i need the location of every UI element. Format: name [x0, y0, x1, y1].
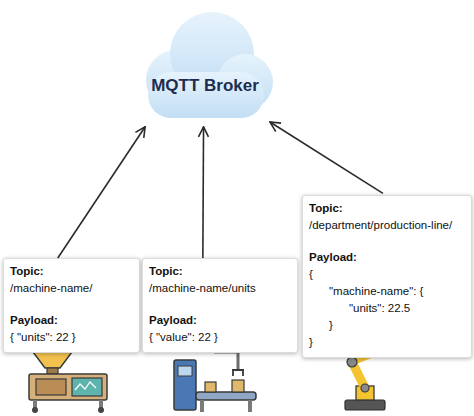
- parcel: [232, 380, 244, 392]
- gripper: [232, 370, 244, 376]
- broker-label: MQTT Broker: [151, 76, 259, 122]
- cloud-shape: [132, 2, 278, 122]
- machine-tower: [174, 360, 196, 410]
- machine-door: [36, 379, 66, 395]
- field-heading: Topic:: [149, 263, 291, 280]
- broker-cloud: MQTT Broker: [132, 2, 278, 122]
- joint: [361, 384, 369, 392]
- machine-body: [29, 374, 107, 400]
- field-heading: Topic:: [10, 263, 133, 280]
- field-value: { "units": 22 }: [10, 329, 133, 346]
- leg: [99, 400, 103, 408]
- field-value: {: [309, 266, 465, 283]
- message-card: Topic:/department/production-line/Payloa…: [302, 195, 472, 358]
- cloud-body: [146, 12, 273, 118]
- lower-arm: [352, 362, 365, 388]
- arrow-connector: [202, 127, 204, 258]
- field-value: }: [309, 334, 465, 351]
- joint: [347, 357, 357, 367]
- field-value: }: [309, 317, 465, 334]
- field-value: /machine-name/: [10, 280, 133, 297]
- leg: [248, 400, 252, 412]
- panel-graph: [75, 382, 96, 390]
- leg: [200, 400, 204, 412]
- control-panel: [72, 378, 102, 396]
- hopper-machine: [29, 352, 107, 413]
- conveyor-belt: [196, 392, 256, 400]
- field-value: "machine-name": {: [309, 283, 465, 300]
- gripper-arm: [214, 352, 238, 370]
- field-value: "units": 22.5: [309, 300, 465, 317]
- hopper-neck: [47, 368, 58, 374]
- tower-screen: [178, 366, 192, 376]
- robot-base: [345, 400, 385, 410]
- field-heading: Payload:: [309, 249, 465, 266]
- field-heading: Payload:: [149, 312, 291, 329]
- arrow-connector: [270, 122, 383, 193]
- robot-turret: [356, 386, 374, 400]
- field-value: /machine-name/units: [149, 280, 291, 297]
- message-card: Topic:/machine-name/unitsPayload:{ "valu…: [142, 258, 298, 353]
- arrow-connector: [58, 127, 145, 258]
- wheel: [98, 407, 104, 413]
- field-heading: Topic:: [309, 200, 465, 217]
- message-card: Topic:/machine-name/Payload:{ "units": 2…: [3, 258, 140, 353]
- hopper: [33, 352, 72, 368]
- field-value: { "value": 22 }: [149, 329, 291, 346]
- parcel: [205, 382, 216, 392]
- field-value: /department/production-line/: [309, 217, 465, 234]
- wheel: [32, 407, 38, 413]
- conveyor-machine: [174, 352, 256, 412]
- leg: [33, 400, 37, 408]
- field-heading: Payload:: [10, 312, 133, 329]
